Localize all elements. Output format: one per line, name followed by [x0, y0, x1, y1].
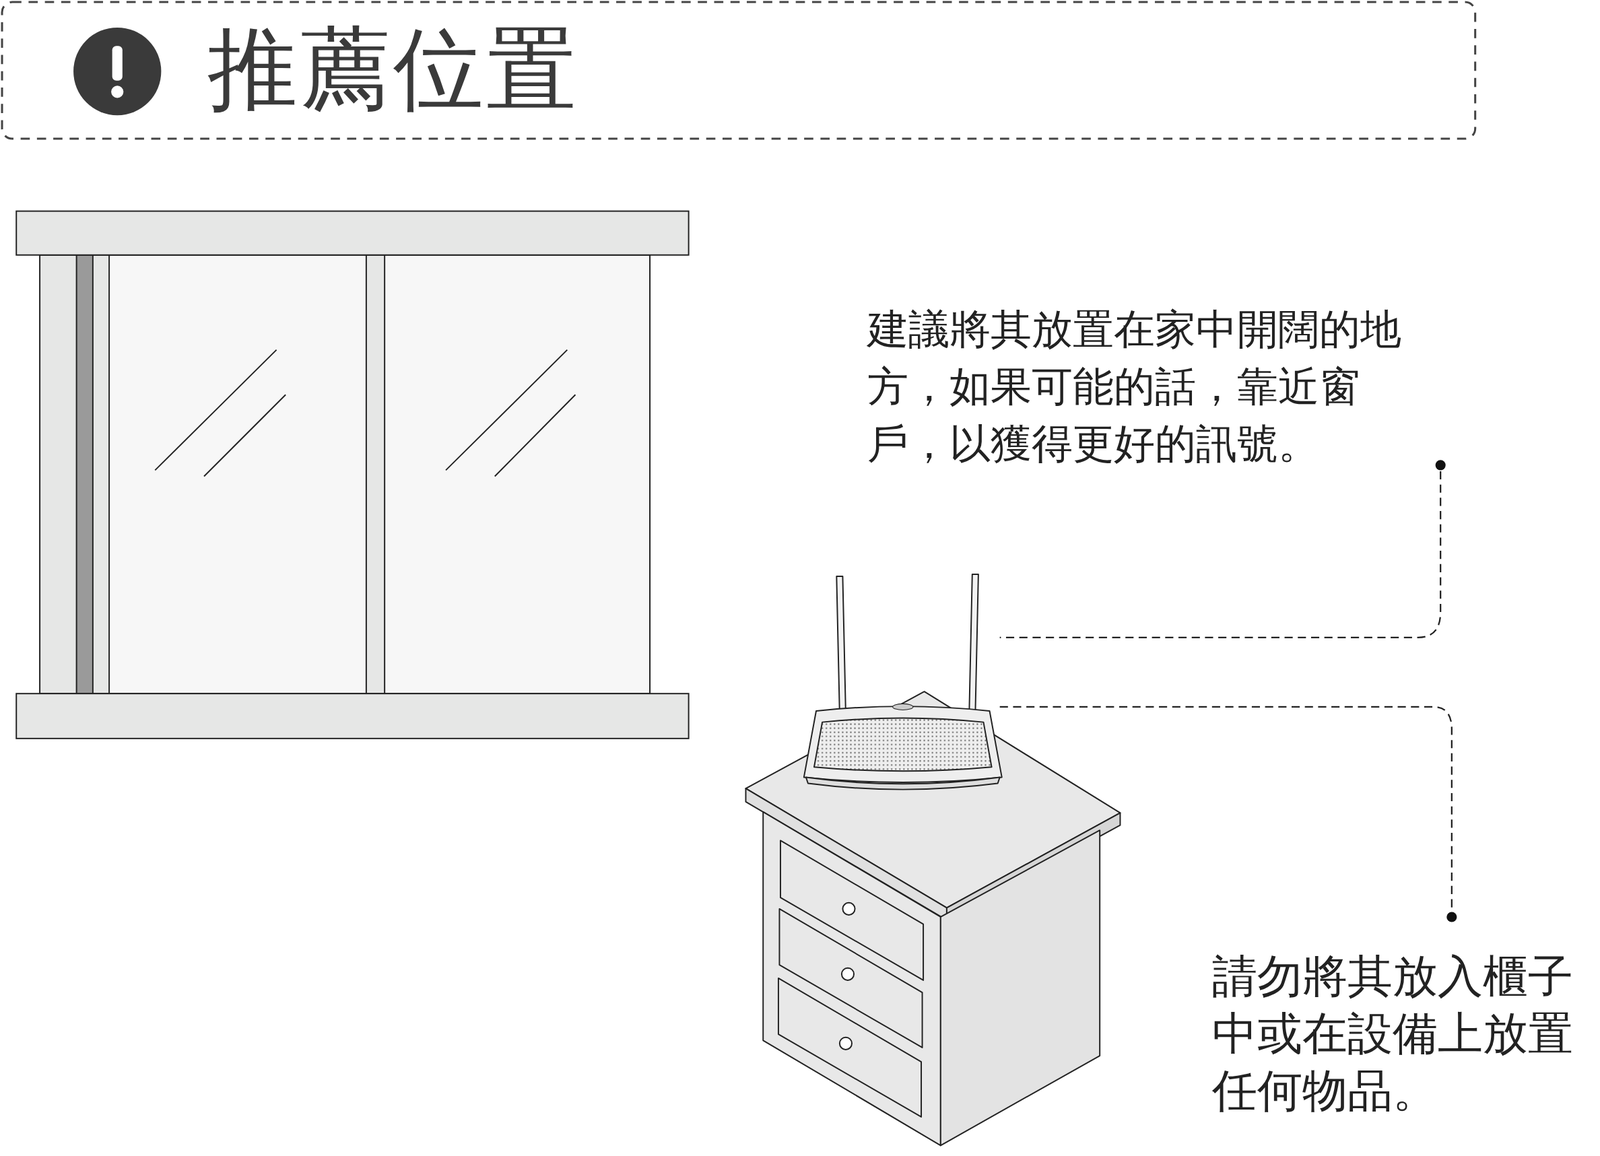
leader-dot	[1446, 911, 1457, 922]
title-frame	[2, 2, 1476, 139]
page-title: 推薦位置	[207, 18, 580, 120]
cabinet	[745, 691, 1120, 1146]
callout-note: 建議將其放置在家中開闊的地方，如果可能的話，靠近窗戶，以獲得更好的訊號。	[867, 300, 1403, 473]
callout-note: 請勿將其放入櫃子中或在設備上放置任何物品。	[1212, 948, 1575, 1120]
window	[16, 211, 689, 739]
router	[804, 574, 1003, 790]
leader-line	[1000, 471, 1452, 912]
leader-dot	[1435, 459, 1446, 471]
warning-icon	[73, 27, 161, 116]
